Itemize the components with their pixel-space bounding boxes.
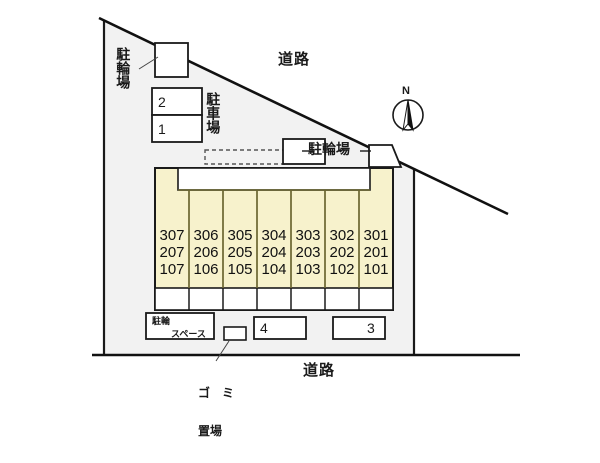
bicycle-parking-right-box [368, 144, 403, 168]
unit-number: 301 [363, 227, 389, 244]
car-stall-3-number: 3 [367, 320, 375, 336]
bicycle-space-box [145, 312, 215, 340]
site-plan-drawing [92, 16, 520, 362]
car-stall-4-number: 4 [260, 320, 268, 336]
bicycle-parking-left-label: 駐輪場 [114, 47, 131, 89]
unit-number: 307 [159, 227, 185, 244]
building-eaves-dashed-outline [204, 149, 288, 165]
unit-number: 207 [159, 244, 185, 261]
garbage-area-label-line2: 置場 [198, 423, 223, 438]
unit-number: 102 [329, 261, 355, 278]
compass-north-label: N [402, 85, 410, 97]
unit-number: 101 [363, 261, 389, 278]
unit-number: 305 [227, 227, 253, 244]
unit-number: 103 [295, 261, 321, 278]
car-stall-2-box [151, 87, 203, 116]
bicycle-space-label-line2: スペース [171, 330, 206, 340]
car-stall-1-box [151, 114, 203, 143]
compass-needle-right [407, 99, 414, 132]
car-stall-2-number: 2 [158, 94, 166, 110]
bicycle-space-label-line1: 駐輪 [152, 317, 171, 327]
building-balcony-dividers [188, 288, 360, 310]
unit-number: 204 [261, 244, 287, 261]
garbage-area-label-line1: ゴ ミ [198, 386, 235, 401]
site-plan-canvas: 道路 道路 N 駐輪場 駐車場 2 1 駐輪場 駐輪 スペース 4 3 ゴ ミ … [92, 16, 520, 438]
unit-number: 105 [227, 261, 253, 278]
bicycle-parking-left-box [154, 42, 189, 78]
unit-number: 107 [159, 261, 185, 278]
unit-number: 201 [363, 244, 389, 261]
car-stall-1-number: 1 [158, 121, 166, 137]
unit-number: 306 [193, 227, 219, 244]
unit-number: 205 [227, 244, 253, 261]
car-stall-4-box [253, 316, 307, 340]
unit-number: 106 [193, 261, 219, 278]
car-parking-label: 駐車場 [204, 92, 221, 134]
building-outline [154, 167, 394, 311]
unit-number: 104 [261, 261, 287, 278]
garbage-area-box [223, 326, 247, 341]
unit-number: 304 [261, 227, 287, 244]
unit-number: 206 [193, 244, 219, 261]
unit-number: 202 [329, 244, 355, 261]
unit-number: 302 [329, 227, 355, 244]
garbage-area-leader [215, 340, 230, 362]
bicycle-parking-left-leader [138, 56, 159, 70]
unit-number: 303 [295, 227, 321, 244]
building-balcony-row [154, 287, 394, 311]
building-unit-dividers [188, 190, 360, 288]
bicycle-parking-center-label: 駐輪場 [308, 142, 350, 158]
car-stall-3-box [332, 316, 386, 340]
road-label-bottom: 道路 [303, 361, 336, 379]
road-label-top: 道路 [278, 50, 311, 68]
unit-number: 203 [295, 244, 321, 261]
